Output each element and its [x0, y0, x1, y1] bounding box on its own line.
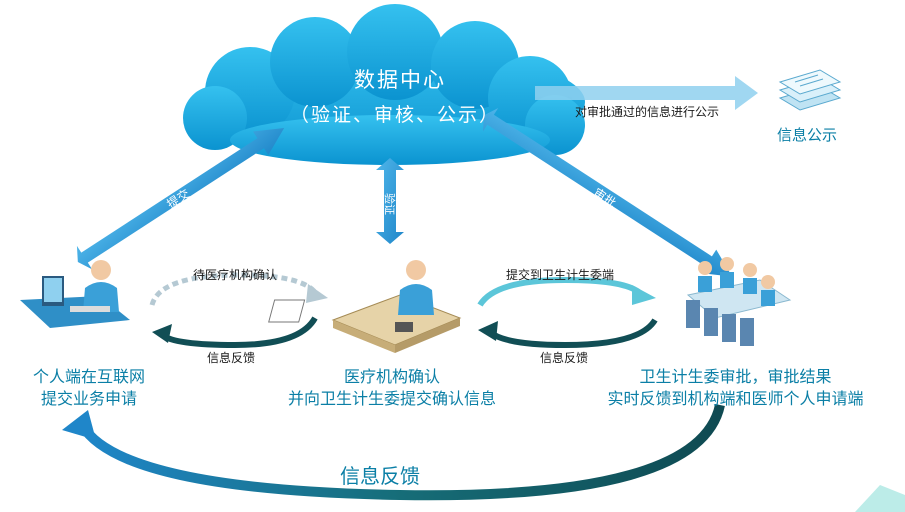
publish-label: 信息公示: [777, 126, 838, 144]
left-cycle-arrows: [149, 272, 328, 349]
publish-arrow-label: 对审批通过的信息进行公示: [575, 105, 720, 119]
commission-meeting-icon: [686, 257, 792, 346]
cloud-shape: [183, 4, 585, 165]
verify-arrow-label: 验证: [383, 193, 396, 215]
commission-caption: 卫生计生委审批，审批结果 实时反馈到机构端和医师个人申请端: [588, 366, 883, 410]
individual-user-icon: [20, 260, 130, 328]
individual-caption: 个人端在互联网 提交业务申请: [33, 366, 145, 410]
left-cycle-top-label: 待医疗机构确认: [193, 268, 278, 282]
verify-arrow: [376, 158, 404, 244]
individual-caption-line2: 提交业务申请: [41, 389, 138, 408]
bottom-feedback-label: 信息反馈: [340, 464, 420, 488]
documents-icon: [778, 69, 842, 111]
review-arrow: [482, 108, 733, 277]
cloud-title: 数据中心: [354, 68, 446, 92]
publish-arrow: [535, 76, 758, 110]
right-cycle-top-label: 提交到卫生计生委端: [506, 268, 615, 282]
submit-arrow: [76, 128, 285, 270]
individual-caption-line1: 个人端在互联网: [33, 367, 146, 386]
right-cycle-bottom-label: 信息反馈: [540, 351, 589, 365]
institution-caption-line2: 并向卫生计生委提交确认信息: [287, 389, 496, 408]
left-cycle-bottom-label: 信息反馈: [207, 351, 256, 365]
institution-caption-line1: 医疗机构确认: [343, 367, 440, 386]
bottom-feedback-arc: [62, 403, 725, 501]
institution-worker-icon: [268, 260, 462, 353]
right-cycle-arrows: [477, 276, 658, 349]
commission-caption-line2: 实时反馈到机构端和医师个人申请端: [607, 389, 864, 408]
decorative-corner: [855, 485, 905, 512]
cloud-subtitle: （验证、审核、公示）: [289, 104, 500, 126]
commission-caption-line1: 卫生计生委审批，审批结果: [639, 367, 832, 386]
institution-caption: 医疗机构确认 并向卫生计生委提交确认信息: [272, 366, 512, 410]
